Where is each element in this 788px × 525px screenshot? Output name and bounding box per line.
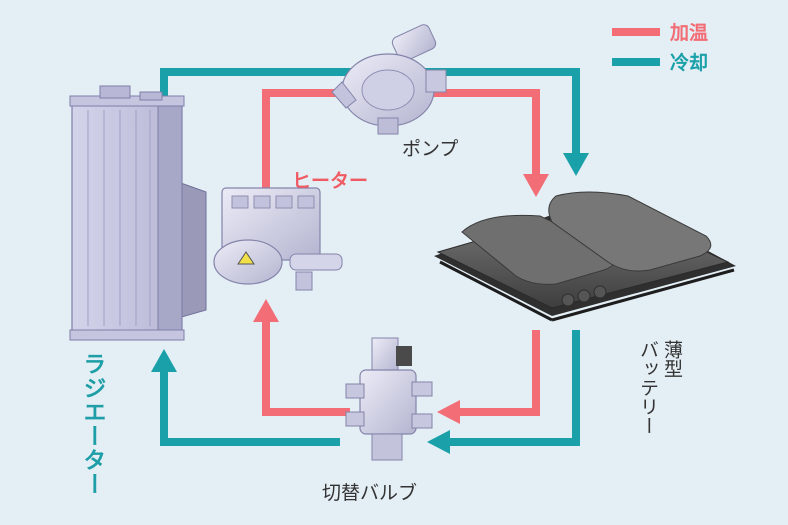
heating-line-bottom [262, 320, 350, 416]
legend-cooling: 冷却 [612, 48, 708, 75]
legend-heating-swatch [612, 27, 660, 36]
valve-icon [345, 337, 433, 461]
battery-icon [434, 191, 736, 322]
cooling-arrow-left [427, 430, 450, 454]
valve-label: 切替バルブ [322, 482, 418, 504]
radiator-icon [69, 85, 207, 341]
legend-cooling-swatch [612, 57, 660, 66]
heating-arrow-up [253, 299, 279, 322]
pump-icon [331, 24, 447, 135]
heating-arrow-left [437, 400, 460, 424]
cooling-arrow-down [563, 153, 589, 176]
pump-label: ポンプ [402, 138, 459, 160]
radiator-label: ラジエーター [79, 352, 105, 496]
legend-cooling-label: 冷却 [670, 52, 709, 74]
cooling-arrow-up [151, 349, 177, 372]
heating-line-right [460, 330, 540, 416]
legend-heating: 加温 [612, 18, 708, 45]
heater-label: ヒーター [292, 170, 369, 192]
heater-icon [213, 187, 343, 291]
cooling-line-right [448, 330, 580, 446]
legend-heating-label: 加温 [670, 22, 709, 44]
battery-label-line2: バッテリー [637, 340, 659, 435]
heating-arrow-down [523, 174, 549, 197]
battery-label-line1: 薄型 [661, 340, 683, 378]
cooling-line-bottom [160, 372, 340, 446]
